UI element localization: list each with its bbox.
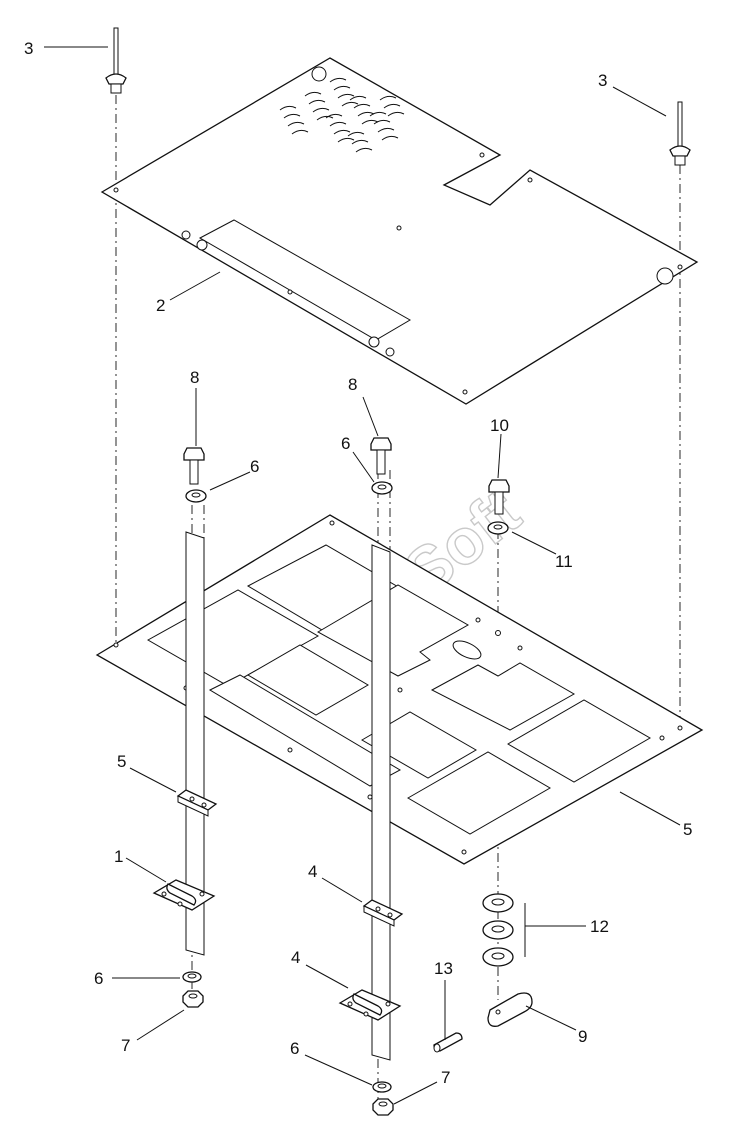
callout-8-middle: 8 bbox=[348, 375, 357, 394]
nut-left bbox=[182, 990, 204, 1008]
callout-labels: 3 3 2 8 8 6 6 10 11 5 5 1 4 12 4 6 13 7 … bbox=[24, 39, 692, 1087]
bolt-middle bbox=[370, 437, 392, 475]
callout-7-middle: 7 bbox=[441, 1068, 450, 1087]
callout-6-upper-left: 6 bbox=[250, 457, 259, 476]
push-rivet-right bbox=[669, 101, 691, 166]
washer-stack bbox=[482, 893, 514, 967]
left-shim-strip bbox=[185, 531, 205, 956]
upper-cover-plate bbox=[100, 57, 699, 405]
base-plate bbox=[95, 514, 704, 865]
cover-long-slot bbox=[198, 219, 411, 341]
callout-8-left: 8 bbox=[190, 368, 199, 387]
callout-13: 13 bbox=[434, 959, 453, 978]
spring-pin bbox=[433, 1032, 463, 1053]
callout-11: 11 bbox=[555, 552, 573, 571]
middle-shim-strip bbox=[371, 544, 391, 1061]
washer-lower-left bbox=[182, 971, 202, 983]
callout-6-upper-middle: 6 bbox=[341, 434, 350, 453]
washer-upper-left bbox=[185, 489, 207, 503]
washer-lower-middle bbox=[372, 1081, 392, 1093]
callout-7-left: 7 bbox=[121, 1036, 130, 1055]
latch-block bbox=[487, 992, 533, 1027]
washer-11 bbox=[487, 521, 509, 535]
hinge-middle bbox=[338, 989, 402, 1021]
bolt-left bbox=[183, 447, 205, 485]
push-rivet-left bbox=[105, 27, 127, 94]
callout-4-left: 1 bbox=[114, 847, 123, 866]
vent-louvres bbox=[279, 77, 405, 153]
callout-2: 2 bbox=[156, 296, 165, 315]
callout-6-lower-left: 6 bbox=[94, 969, 103, 988]
cover-corner-hole bbox=[311, 66, 327, 82]
backing-plate-middle bbox=[362, 899, 404, 927]
leader-lines bbox=[44, 46, 681, 1105]
cover-corner-hole bbox=[656, 267, 674, 285]
callout-3-left: 3 bbox=[24, 39, 33, 58]
backing-plate-left bbox=[176, 789, 218, 817]
nut-middle bbox=[372, 1098, 394, 1116]
callout-3-right: 3 bbox=[598, 71, 607, 90]
callout-5-middle: 4 bbox=[308, 862, 317, 881]
callout-10: 10 bbox=[490, 416, 509, 435]
washer-upper-middle bbox=[371, 481, 393, 495]
callout-1: 5 bbox=[683, 820, 692, 839]
callout-6-lower-middle: 6 bbox=[290, 1039, 299, 1058]
callout-4-middle: 4 bbox=[291, 948, 300, 967]
hinge-left bbox=[152, 879, 216, 911]
callout-9: 9 bbox=[578, 1027, 587, 1046]
callout-5-left: 5 bbox=[117, 752, 126, 771]
bolt-right bbox=[488, 479, 510, 515]
callout-12: 12 bbox=[590, 917, 609, 936]
